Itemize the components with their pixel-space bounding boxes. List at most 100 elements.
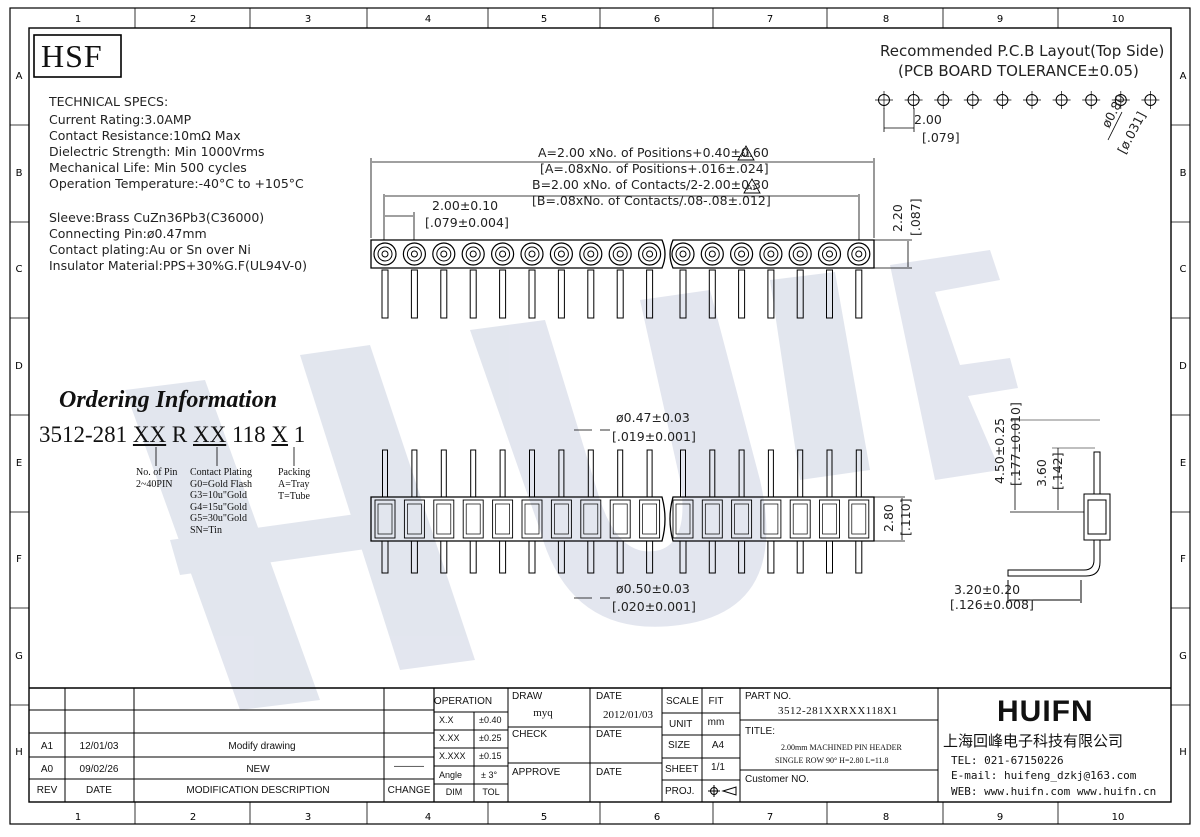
rev-change-header: CHANGE xyxy=(387,785,431,796)
front-pin-tail xyxy=(381,540,389,574)
tol-label: Angle xyxy=(439,770,463,780)
pcb-pitch: 2.00 xyxy=(914,112,942,127)
plating-line: SN=Tin xyxy=(190,524,222,536)
top-pin-hole xyxy=(708,250,716,258)
front-body-right xyxy=(669,496,875,542)
part-no: 3512-281XXRXX118X1 xyxy=(778,705,898,717)
watermark xyxy=(125,250,1018,710)
top-pin-sleeve-inner xyxy=(642,246,658,262)
size-value: A4 xyxy=(711,740,725,751)
top-pin-hole xyxy=(528,250,536,258)
flag-a1: A1 xyxy=(747,184,757,192)
zone-column-label: 7 xyxy=(767,14,773,25)
top-pitch: 2.00±0.10 xyxy=(432,198,499,213)
body-height-inch: [.110] xyxy=(898,498,913,536)
title-line: SINGLE ROW 90° H=2.80 L=11.8 xyxy=(775,756,889,765)
top-height-inch: [.087] xyxy=(908,198,923,236)
top-pin-hole xyxy=(796,250,804,258)
company-logo: HUIFN xyxy=(997,695,1094,728)
side-view-connector xyxy=(1007,419,1111,603)
top-pin-sleeve-inner xyxy=(465,246,481,262)
packing-line: A=Tray xyxy=(278,479,310,490)
top-pin-hole xyxy=(738,250,746,258)
zone-row-label: F xyxy=(1180,554,1186,565)
pcb-hole-row xyxy=(875,91,1160,109)
top-pin-sleeve-inner xyxy=(822,246,837,262)
top-pin-tail xyxy=(587,269,595,319)
ordering-title: Ordering Information xyxy=(59,387,278,413)
front-sleeve xyxy=(819,499,840,539)
plating-line: G5=30u"Gold xyxy=(190,513,247,524)
top-view-dimensions xyxy=(370,158,912,269)
top-pin-tail xyxy=(469,269,477,319)
top-pin-sleeve xyxy=(700,242,724,266)
foot-length: 3.20±0.20 xyxy=(954,582,1021,597)
scale-value: FIT xyxy=(708,696,724,707)
front-pin-top xyxy=(587,449,594,498)
company-tel: TEL: 021-67150226 xyxy=(951,754,1064,767)
front-sleeve-inner xyxy=(377,503,393,535)
front-pin-top xyxy=(738,449,745,498)
top-pin-sleeve-inner xyxy=(612,246,628,262)
top-pin-sleeve xyxy=(847,242,871,266)
top-pin-hole xyxy=(469,250,477,258)
spec-line: Contact Resistance:10mΩ Max xyxy=(49,128,241,143)
top-pin-hole xyxy=(616,250,624,258)
code-plating: XX xyxy=(193,422,227,447)
top-pin-hole xyxy=(440,250,448,258)
operation-label: OPERATION xyxy=(433,696,493,707)
front-pin-top xyxy=(767,449,774,498)
zone-row-label: B xyxy=(16,168,23,179)
date-label: DATE xyxy=(596,767,622,778)
front-sleeve-inner xyxy=(822,503,837,535)
rev-cell: A0 xyxy=(40,764,54,775)
front-sleeve xyxy=(374,499,396,539)
front-pin-top xyxy=(617,449,624,498)
front-sleeve-inner xyxy=(436,503,452,535)
front-pin-tail xyxy=(679,540,687,574)
date-label: DATE xyxy=(596,729,622,740)
front-sleeve-inner xyxy=(851,503,867,535)
rev-header: REV xyxy=(36,785,58,796)
top-pin-sleeve xyxy=(671,242,695,266)
plating-label: Contact Plating G0=Gold Flash G3=10u"Gol… xyxy=(190,467,252,536)
zone-column-label: 9 xyxy=(997,14,1003,25)
material-line: Connecting Pin:ø0.47mm xyxy=(49,226,207,241)
top-pin-hole xyxy=(557,250,565,258)
upper-height-inch: [.142] xyxy=(1050,452,1065,490)
zone-column-label: 9 xyxy=(997,812,1003,823)
tol-label: X.XX xyxy=(439,733,460,743)
top-pitch-inch: [.079±0.004] xyxy=(425,215,509,230)
packing-label: Packing A=Tray T=Tube xyxy=(278,467,310,503)
zone-column-label: 10 xyxy=(1112,14,1125,25)
front-sleeve-inner xyxy=(763,503,779,535)
customer-no-label: Customer NO. xyxy=(745,774,809,785)
top-pin-tail xyxy=(499,269,507,319)
front-sleeve xyxy=(580,499,602,539)
front-sleeve-inner xyxy=(465,503,481,535)
zone-row-label: E xyxy=(1180,458,1186,469)
total-height: 4.50±0.25 xyxy=(992,417,1007,484)
front-sleeve-inner xyxy=(554,503,569,535)
projection-symbol xyxy=(708,785,737,797)
front-pin-top xyxy=(529,449,535,498)
front-pin-tail xyxy=(469,540,477,574)
top-pin-sleeve-inner xyxy=(734,246,750,262)
dim-label: DIM xyxy=(445,787,463,797)
tol-label: X.X xyxy=(439,715,454,725)
zone-row-label: C xyxy=(1180,264,1187,275)
front-pin-top xyxy=(440,449,447,498)
top-pin-sleeve-inner xyxy=(583,246,599,262)
top-pin-sleeve xyxy=(788,242,812,266)
top-pin-sleeve xyxy=(491,242,515,266)
top-pin-tail xyxy=(767,269,775,319)
front-pin-tail xyxy=(796,540,804,574)
front-sleeve xyxy=(433,499,455,539)
zone-column-label: 4 xyxy=(425,14,431,25)
tolerance-flag-a xyxy=(737,145,761,194)
top-pin-sleeve-inner xyxy=(553,246,569,262)
plating-line: G3=10u"Gold xyxy=(190,490,247,501)
